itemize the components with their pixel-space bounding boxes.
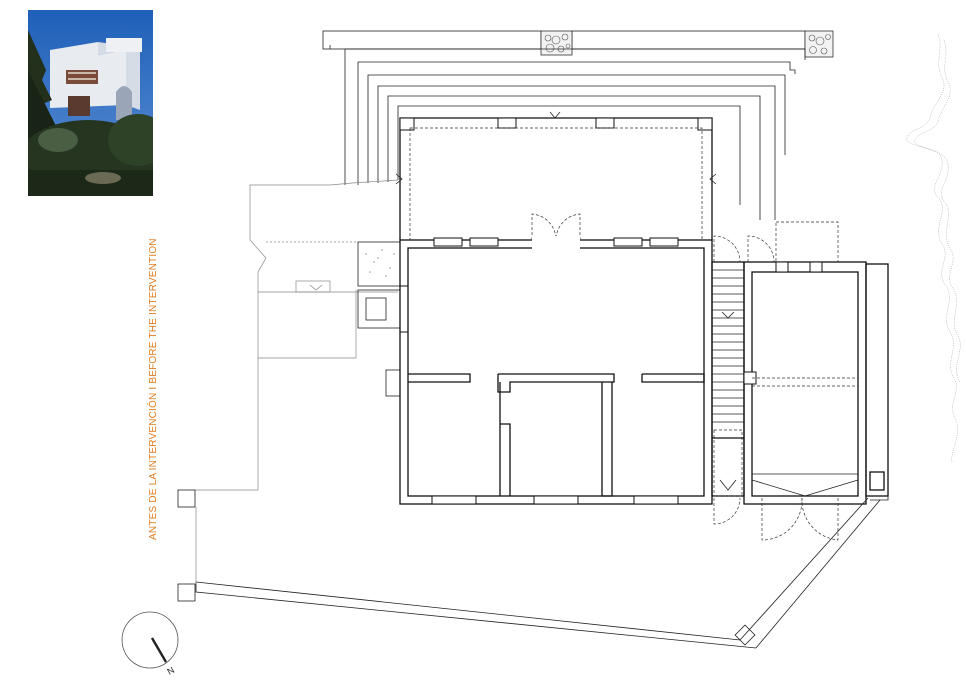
north-arrow: N — [121, 611, 179, 677]
east-wing — [743, 221, 889, 541]
north-porch — [395, 111, 717, 241]
main-house — [399, 236, 713, 505]
terrain-contour — [905, 33, 961, 463]
perimeter-wall — [177, 489, 889, 649]
house-photo — [28, 10, 153, 196]
top-boundary-strip — [322, 30, 834, 58]
west-annex — [195, 179, 399, 491]
north-letter: N — [165, 665, 176, 677]
terrace-steps — [329, 45, 806, 220]
staircase — [711, 235, 745, 525]
